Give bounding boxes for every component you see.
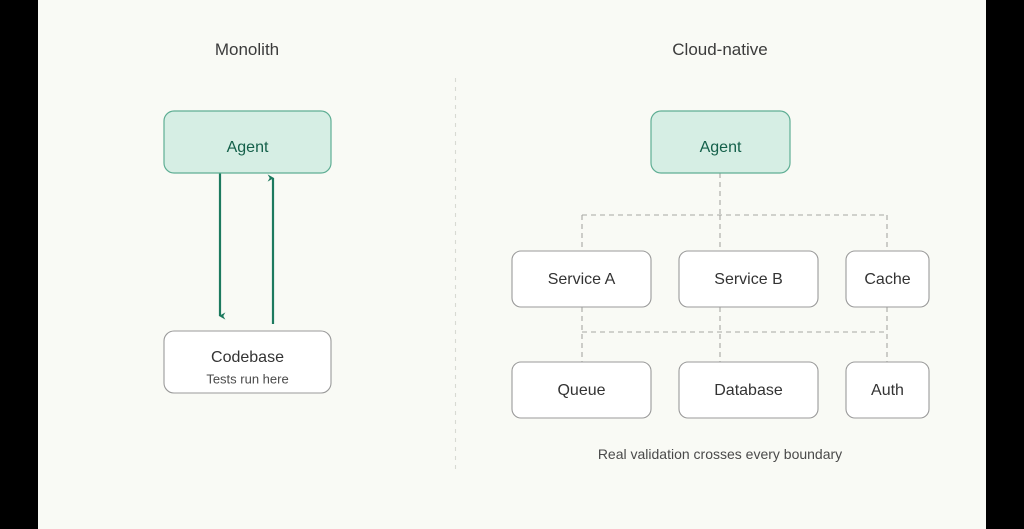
node-agent-monolith-label: Agent bbox=[227, 139, 269, 156]
node-codebase-label: Codebase bbox=[211, 349, 284, 366]
node-service-b-box bbox=[678, 250, 819, 308]
node-auth-label: Auth bbox=[871, 382, 904, 399]
node-queue-label: Queue bbox=[557, 382, 605, 399]
left-panel-title: Monolith bbox=[215, 40, 279, 59]
node-queue[interactable]: Queue bbox=[511, 361, 652, 419]
node-codebase[interactable]: Codebase Tests run here bbox=[163, 330, 332, 394]
node-cache-box bbox=[845, 250, 930, 308]
right-panel-title: Cloud-native bbox=[672, 40, 767, 59]
right-panel: Cloud-native bbox=[511, 40, 930, 462]
node-auth[interactable]: Auth bbox=[845, 361, 930, 419]
node-service-a-label: Service A bbox=[548, 271, 616, 288]
right-panel-caption: Real validation crosses every boundary bbox=[598, 446, 842, 462]
node-agent-cloud-box bbox=[650, 110, 791, 174]
node-agent-monolith[interactable]: Agent bbox=[163, 110, 332, 174]
node-agent-cloud[interactable]: Agent bbox=[650, 110, 791, 174]
node-cache-label: Cache bbox=[864, 271, 910, 288]
node-database-box bbox=[678, 361, 819, 419]
node-service-a-box bbox=[511, 250, 652, 308]
node-agent-monolith-box bbox=[163, 110, 332, 174]
node-auth-box bbox=[845, 361, 930, 419]
node-agent-cloud-label: Agent bbox=[700, 139, 742, 156]
node-database[interactable]: Database bbox=[678, 361, 819, 419]
right-panel-edges bbox=[581, 173, 888, 362]
node-cache[interactable]: Cache bbox=[845, 250, 930, 308]
left-panel-edges bbox=[218, 172, 275, 324]
architecture-diagram: Monolith Agent Codebase Tests run here bbox=[163, 40, 930, 470]
left-panel: Monolith Agent Codebase Tests run here bbox=[163, 40, 332, 394]
node-service-b-label: Service B bbox=[714, 271, 782, 288]
node-service-a[interactable]: Service A bbox=[511, 250, 652, 308]
node-codebase-sublabel: Tests run here bbox=[206, 371, 288, 386]
node-codebase-box bbox=[163, 330, 332, 394]
diagram-canvas: Monolith Agent Codebase Tests run here bbox=[38, 0, 986, 529]
node-queue-box bbox=[511, 361, 652, 419]
node-service-b[interactable]: Service B bbox=[678, 250, 819, 308]
node-database-label: Database bbox=[714, 382, 783, 399]
